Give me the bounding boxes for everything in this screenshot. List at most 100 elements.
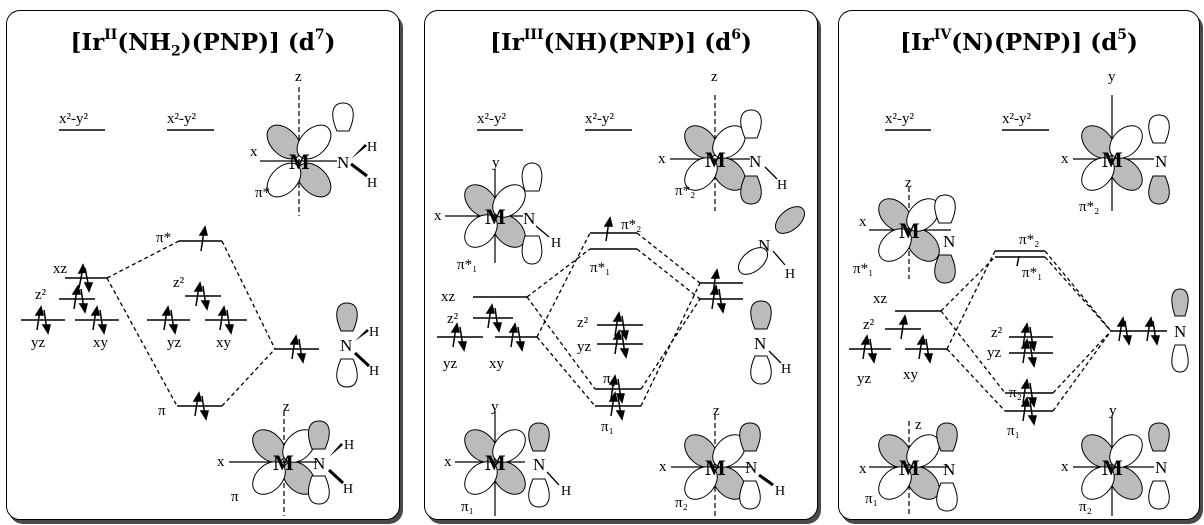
svg-text:z: z <box>905 175 912 191</box>
svg-text:π*₁: π*₁ <box>590 260 610 276</box>
svg-text:H: H <box>785 267 795 282</box>
svg-text:M: M <box>273 450 294 475</box>
svg-text:M: M <box>485 204 506 229</box>
svg-text:x: x <box>659 459 667 475</box>
svg-text:z: z <box>915 417 922 433</box>
svg-text:N: N <box>745 458 757 477</box>
orbital-pi-star1-icon: z x M N π*₁ <box>853 175 956 284</box>
svg-text:x: x <box>1061 459 1069 475</box>
label-x2y2: x²-y² <box>167 111 196 127</box>
panel-title: [IrIV(N)(PNP)] (d5) <box>900 27 1138 56</box>
svg-text:π*₂: π*₂ <box>621 217 641 233</box>
svg-text:z²: z² <box>863 317 875 333</box>
svg-text:z²: z² <box>447 311 459 327</box>
svg-text:H: H <box>344 438 354 453</box>
svg-text:π₁: π₁ <box>601 419 614 435</box>
svg-text:N: N <box>1155 152 1167 171</box>
svg-text:H: H <box>551 236 561 251</box>
svg-text:x: x <box>250 144 258 160</box>
svg-text:π*₂: π*₂ <box>675 183 695 199</box>
svg-text:z: z <box>295 69 302 85</box>
orbital-pi2-icon: y x M N π₂ <box>1061 403 1170 516</box>
svg-text:x²-y²: x²-y² <box>885 111 914 127</box>
orbital-pi-star2-icon: z x M N H π*₂ <box>658 69 787 211</box>
orbital-pi-icon: z x M N H H π <box>217 399 354 516</box>
label-z2: z² <box>35 287 47 303</box>
svg-text:x: x <box>859 214 867 230</box>
svg-text:M: M <box>899 455 920 480</box>
svg-text:M: M <box>289 149 310 174</box>
svg-text:xz: xz <box>873 291 888 307</box>
svg-text:xz: xz <box>441 289 456 305</box>
svg-text:H: H <box>561 484 571 499</box>
svg-text:y: y <box>1108 69 1116 85</box>
svg-text:M: M <box>1102 455 1123 480</box>
svg-text:x: x <box>444 454 452 470</box>
svg-text:x: x <box>434 208 442 224</box>
svg-text:z: z <box>283 399 290 415</box>
svg-text:M: M <box>1102 147 1123 172</box>
svg-text:z²: z² <box>991 325 1003 341</box>
panel-title: [IrII(NH2)(PNP)] (d7) <box>70 27 336 60</box>
svg-text:π*₁: π*₁ <box>457 257 477 273</box>
svg-text:N: N <box>340 336 352 355</box>
svg-text:π*₁: π*₁ <box>1022 265 1042 281</box>
svg-text:N: N <box>943 460 955 479</box>
orbital-pi1-icon: z x M N π₁ <box>859 417 958 516</box>
svg-text:yz: yz <box>987 345 1002 361</box>
svg-text:N: N <box>1155 458 1167 477</box>
label-pi-star: π* <box>156 230 171 246</box>
label-xz: xz <box>53 261 68 277</box>
label-z2: z² <box>173 275 185 291</box>
svg-text:M: M <box>705 455 726 480</box>
svg-text:x²-y²: x²-y² <box>585 111 614 127</box>
orbital-pi-star-icon: z x M N H H π* <box>250 69 377 216</box>
label-pi: π <box>158 403 166 419</box>
panel-title: [IrIII(NH)(PNP)] (d6) <box>490 27 752 56</box>
svg-text:π₁: π₁ <box>865 491 878 507</box>
nh-lone-pair-icon: N H <box>750 300 791 385</box>
svg-text:M: M <box>899 218 920 243</box>
orbital-pi-star1-icon: y x M N H π*₁ <box>434 155 561 273</box>
svg-text:π*₂: π*₂ <box>1079 199 1099 215</box>
mo-diagram-3: x²-y² x²-y² z x M N π*₁ xz z² yz xy <box>849 69 1189 516</box>
orbital-pi1-icon: y x M N H π₁ <box>444 399 571 516</box>
svg-text:y: y <box>492 155 500 171</box>
svg-text:x²-y²: x²-y² <box>477 111 506 127</box>
svg-text:π₁: π₁ <box>1007 423 1020 439</box>
svg-text:π*: π* <box>255 185 270 201</box>
panel-ir2-nh2: [IrII(NH2)(PNP)] (d7) x²-y² x²-y² xz z² … <box>6 10 400 520</box>
svg-text:N: N <box>313 454 325 473</box>
n-lone-pair-icon: N <box>1171 288 1189 373</box>
panel-ir4-n: [IrIV(N)(PNP)] (d5) x²-y² x²-y² z x M N … <box>838 10 1200 520</box>
svg-text:H: H <box>367 176 377 191</box>
svg-text:N: N <box>523 209 535 228</box>
orbital-pi-star2-icon: y x M N π*₂ <box>1061 69 1170 215</box>
svg-text:H: H <box>369 364 379 379</box>
svg-text:x²-y²: x²-y² <box>1002 111 1031 127</box>
orbital-pi2-icon: z x M N H π₂ <box>659 403 785 516</box>
svg-text:x: x <box>859 461 867 477</box>
svg-text:H: H <box>367 140 377 155</box>
svg-text:yz: yz <box>577 339 592 355</box>
svg-text:z: z <box>713 403 720 419</box>
svg-text:N: N <box>943 232 955 251</box>
mo-diagram-2: x²-y² x²-y² y x M N H π*₁ xz z² y <box>434 69 806 516</box>
svg-text:H: H <box>781 362 791 377</box>
svg-text:yz: yz <box>857 371 872 387</box>
svg-text:π*₁: π*₁ <box>853 261 873 277</box>
svg-text:M: M <box>485 450 506 475</box>
svg-text:z²: z² <box>577 315 589 331</box>
label-xy: xy <box>93 335 109 351</box>
svg-text:H: H <box>369 325 379 340</box>
svg-text:N: N <box>337 153 349 172</box>
panel-ir3-nh: [IrIII(NH)(PNP)] (d6) x²-y² x²-y² y x M … <box>424 10 818 520</box>
svg-text:z: z <box>711 69 718 85</box>
svg-text:H: H <box>775 484 785 499</box>
mo-diagram-1: x²-y² x²-y² xz z² yz xy π* z² yz <box>21 69 379 516</box>
svg-text:x: x <box>1061 151 1069 167</box>
label-xy: xy <box>216 335 232 351</box>
svg-text:π₁: π₁ <box>461 499 474 515</box>
svg-text:N: N <box>749 152 761 171</box>
nh-fragment-icon: N H <box>737 206 806 282</box>
